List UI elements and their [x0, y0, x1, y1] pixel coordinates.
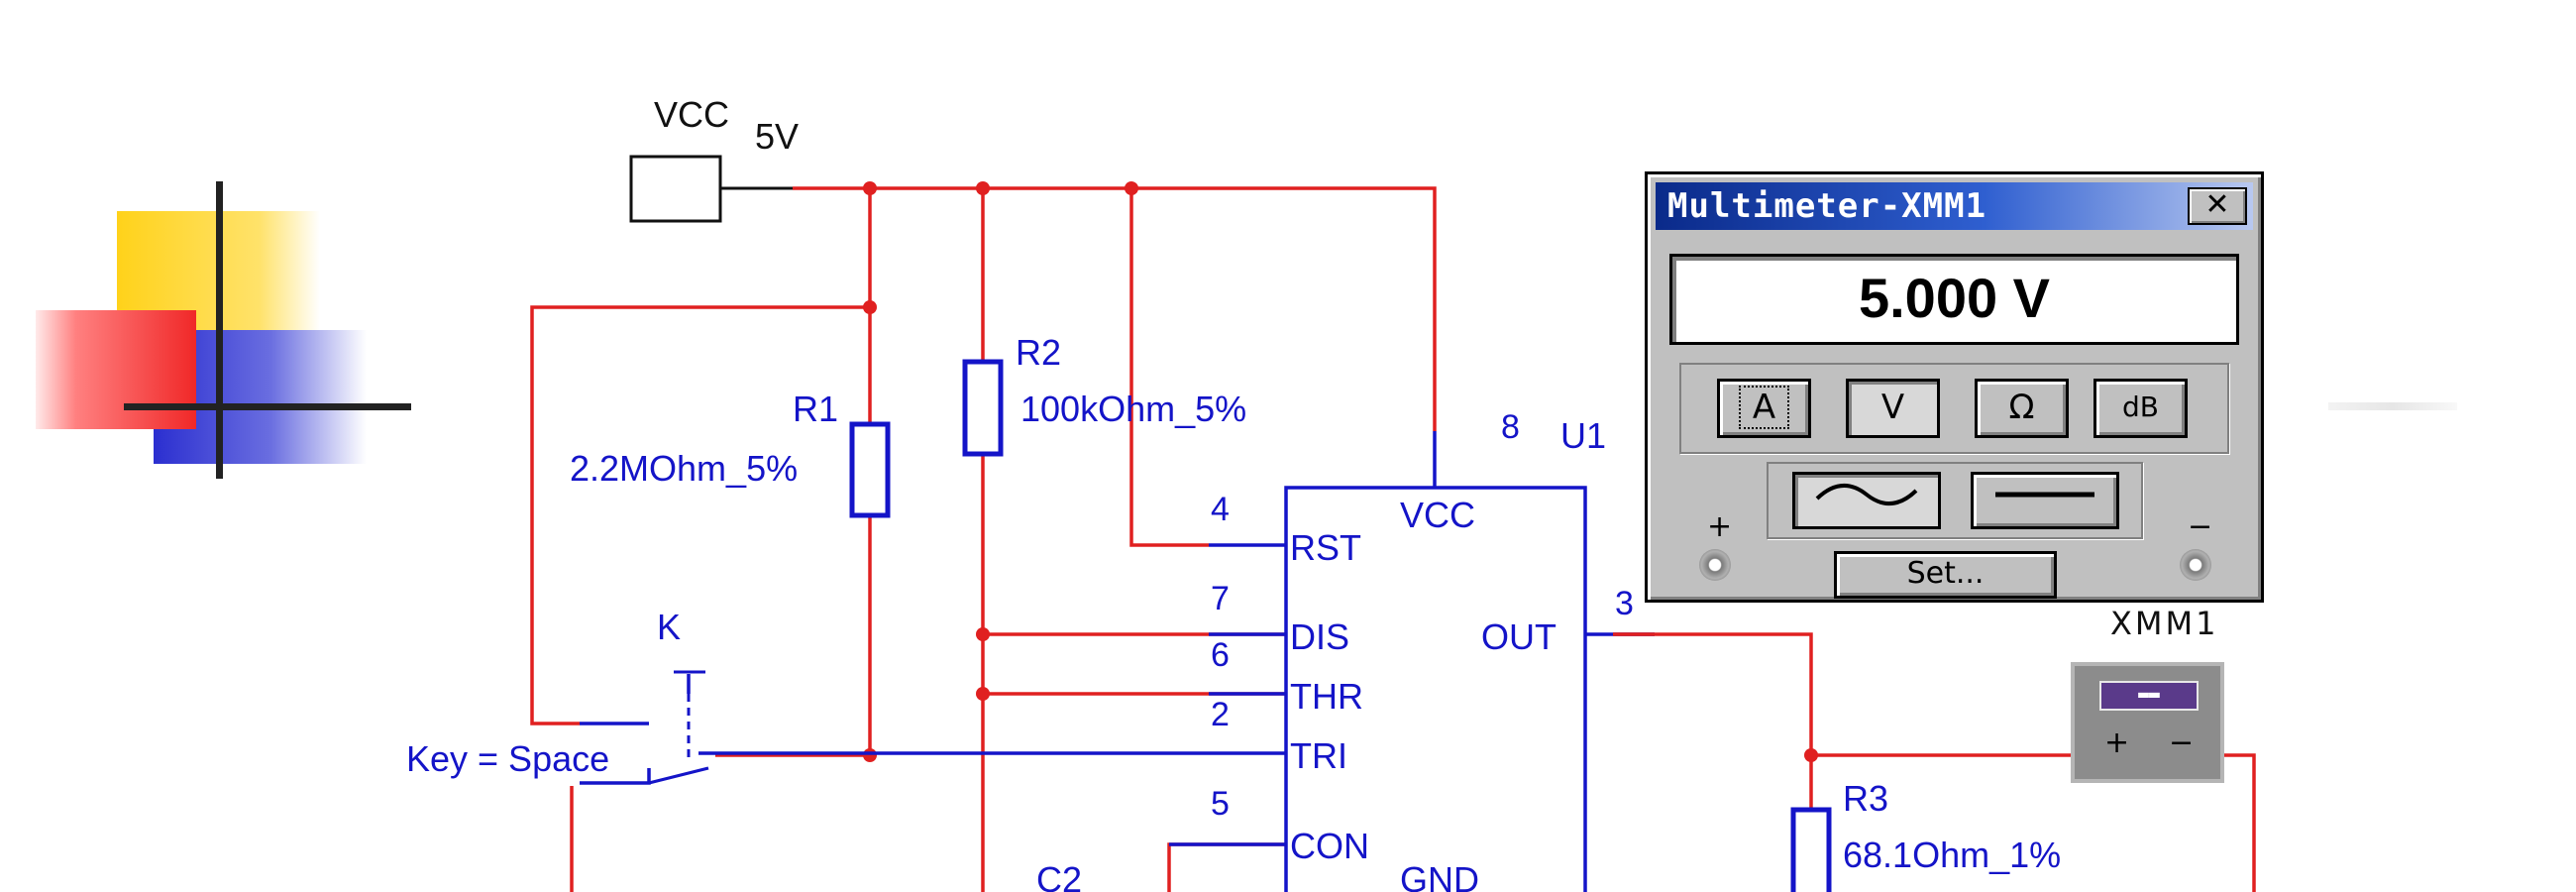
ac-mode-button[interactable]: [1792, 472, 1941, 529]
multimeter-caption: XMM1: [2110, 605, 2219, 642]
multimeter-reading: 5.000 V: [1669, 254, 2239, 345]
resistor-r1[interactable]: R1 2.2MOhm_5%: [570, 389, 891, 518]
multimeter-instrument-icon[interactable]: ▬▬ + −: [2071, 662, 2224, 783]
pin-name-out: OUT: [1481, 616, 1556, 657]
r3-ref: R3: [1843, 778, 1888, 819]
decibel-mode-button[interactable]: dB: [2093, 379, 2188, 438]
dc-line-icon: [1995, 492, 2094, 498]
vcc-label: VCC: [654, 94, 729, 135]
ohmmeter-mode-button[interactable]: Ω: [1975, 379, 2069, 438]
pin-number-con: 5: [1211, 785, 1230, 823]
vcc-source[interactable]: VCC 5V: [629, 94, 799, 223]
instrument-plus-sign: +: [2104, 725, 2130, 760]
pin-number-thr: 6: [1211, 636, 1230, 674]
pin-name-con: CON: [1290, 826, 1369, 866]
pin-name-vcc: VCC: [1400, 495, 1475, 535]
switch-key-label: Key = Space: [406, 738, 609, 779]
r3-value: 68.1Ohm_1%: [1843, 835, 2061, 875]
switch-ref: K: [657, 607, 681, 647]
positive-sign: +: [1707, 509, 1733, 544]
multimeter-titlebar[interactable]: Multimeter-XMM1 ✕: [1656, 182, 2253, 230]
ammeter-mode-label: A: [1738, 386, 1790, 429]
pin-number-vcc: 8: [1501, 408, 1520, 446]
pin-name-thr: THR: [1290, 676, 1363, 717]
multimeter-window[interactable]: Multimeter-XMM1 ✕ 5.000 V A V Ω dB Set..…: [1645, 171, 2264, 603]
ic-ref: U1: [1560, 415, 1606, 456]
pin-number-dis: 7: [1211, 580, 1230, 617]
red-square: [36, 310, 196, 429]
c2-ref: C2: [1036, 859, 1082, 892]
signal-type-group: [1767, 462, 2143, 539]
ammeter-mode-button[interactable]: A: [1717, 379, 1811, 438]
instrument-minus-sign: −: [2169, 725, 2195, 760]
faint-line-fragment: [2328, 402, 2457, 410]
pin-name-tri: TRI: [1290, 735, 1347, 776]
set-button[interactable]: Set...: [1834, 551, 2057, 599]
ic-u1[interactable]: U1 8 VCC 4 RST 7 DIS 6 THR 2 TRI 5 CON 3…: [793, 408, 1655, 892]
r1-ref: R1: [793, 389, 838, 429]
pin-name-dis: DIS: [1290, 616, 1349, 657]
mode-button-group: A V Ω dB: [1679, 363, 2229, 454]
negative-sign: −: [2188, 509, 2213, 544]
negative-terminal-icon[interactable]: [2180, 549, 2211, 581]
cross-horizontal: [124, 403, 411, 410]
positive-terminal-icon[interactable]: [1699, 549, 1731, 581]
decorative-squares: [36, 181, 411, 479]
cross-vertical: [216, 181, 223, 479]
r2-value: 100kOhm_5%: [1020, 389, 1246, 429]
r2-ref: R2: [1016, 332, 1061, 373]
pin-number-rst: 4: [1211, 491, 1230, 528]
resistor-r2[interactable]: R2 100kOhm_5%: [962, 332, 1246, 457]
pin-number-tri: 2: [1211, 696, 1230, 733]
sine-wave-icon: [1815, 484, 1918, 505]
dc-mode-button[interactable]: [1971, 472, 2119, 529]
resistor-r3[interactable]: R3 68.1Ohm_1%: [1790, 778, 2061, 892]
instrument-screen-icon: ▬▬: [2099, 681, 2199, 711]
r1-value: 2.2MOhm_5%: [570, 448, 798, 489]
pin-name-gnd: GND: [1400, 859, 1479, 892]
multimeter-title: Multimeter-XMM1: [1667, 186, 1987, 226]
pin-number-out: 3: [1615, 585, 1634, 622]
voltmeter-mode-button[interactable]: V: [1846, 379, 1940, 438]
vcc-value: 5V: [755, 116, 799, 157]
close-button[interactable]: ✕: [2188, 187, 2247, 225]
pin-name-rst: RST: [1290, 527, 1361, 568]
switch-k[interactable]: K Key = Space: [406, 607, 793, 785]
